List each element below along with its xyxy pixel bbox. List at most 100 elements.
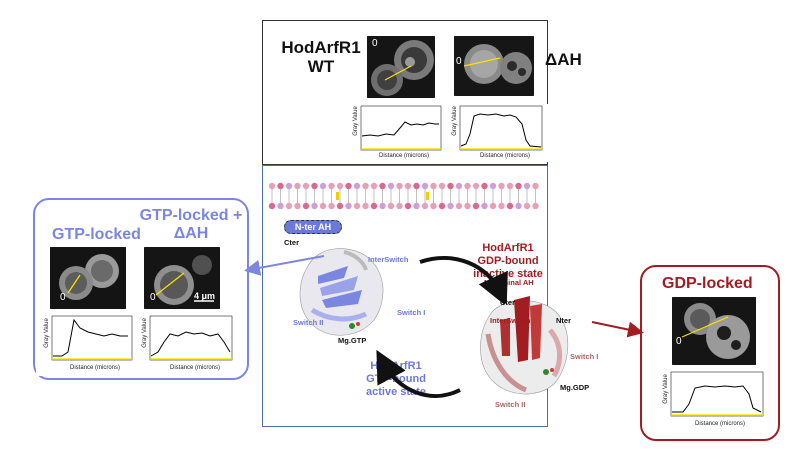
- lipid-head: [515, 202, 522, 210]
- lipid-head: [370, 182, 378, 190]
- cycle-arrows: [376, 256, 508, 398]
- lipid-head: [421, 182, 429, 190]
- switch-ii-red-label: Switch II: [495, 400, 526, 409]
- marker-zero-dah: 0: [456, 56, 462, 67]
- lipid-head: [294, 202, 301, 210]
- lipid-head: [455, 182, 463, 190]
- n-ter-ah-helix: N-ter AH: [284, 220, 342, 234]
- plot-gtp-ylabel: Gray Value: [43, 318, 50, 348]
- micrograph-dah: [454, 36, 534, 96]
- lipid-head: [506, 202, 514, 210]
- plot-wt-ylabel: Gray Value: [352, 106, 359, 136]
- plot-gtp-dah-xlabel: Distance (microns): [170, 365, 221, 371]
- micrograph-gtp-locked: [50, 247, 126, 309]
- lipid-head: [515, 182, 522, 190]
- lipid-head: [319, 202, 327, 210]
- lipid-head: [353, 202, 361, 210]
- lipid-head: [285, 202, 293, 210]
- plot-gdp-ylabel: Gray Value: [662, 374, 669, 404]
- lipid-head: [311, 202, 318, 210]
- lipid-head: [455, 202, 463, 210]
- lipid-head: [387, 202, 395, 210]
- lipid-head: [311, 182, 318, 190]
- lipid-head: [438, 182, 446, 190]
- lipid-head: [268, 182, 276, 190]
- lipid-head: [481, 202, 488, 210]
- mg-gtp-label: Mg.GTP: [338, 336, 367, 345]
- lipid-head: [404, 202, 412, 210]
- arrow-to-gdp-panel: [591, 321, 644, 338]
- lipid-head: [336, 182, 344, 190]
- arrow-to-gtp-panel: [244, 255, 325, 276]
- lipid-head: [387, 182, 395, 190]
- lipid-head: [328, 202, 335, 210]
- interswitch-red-label: InterSwitch: [490, 316, 531, 325]
- plot-gdp-xlabel: Distance (microns): [695, 421, 746, 427]
- micrograph-gtp-locked-dah: [144, 247, 220, 309]
- marker-zero-gtp-dah: 0: [150, 292, 156, 303]
- lipid-head: [379, 182, 386, 190]
- lipid-head: [336, 202, 344, 210]
- marker-zero-gdp: 0: [676, 336, 682, 347]
- lipid-head: [302, 182, 310, 190]
- lipid-head: [302, 202, 310, 210]
- lipid-head: [447, 202, 454, 210]
- interswitch-blue-label: InterSwitch: [368, 255, 409, 264]
- lipid-head: [319, 182, 327, 190]
- membrane-marker: [336, 192, 339, 200]
- cter-left-label: Cter: [284, 238, 300, 247]
- plot-gtp-locked: Gray Value Distance (microns): [36, 312, 136, 376]
- protein-gdp-bound: [480, 296, 569, 395]
- lipid-head: [430, 202, 437, 210]
- plot-gtp-dah-ylabel: Gray Value: [141, 318, 148, 348]
- lipid-head: [396, 182, 403, 190]
- lipid-head: [379, 202, 386, 210]
- switch-i-blue-label: Switch I: [397, 308, 426, 317]
- lipid-head: [353, 182, 361, 190]
- lipid-head: [277, 202, 284, 210]
- plot-gtp-xlabel: Distance (microns): [70, 365, 121, 371]
- gtp-locked-dah-title: GTP-locked + ΔAH: [139, 207, 243, 242]
- gtp-locked-title: GTP-locked: [52, 226, 141, 243]
- lipid-head: [481, 182, 488, 190]
- lipid-head: [396, 202, 403, 210]
- lipid-head: [532, 202, 539, 210]
- n-terminal-ah-label: N-terminal AH: [484, 278, 534, 287]
- lipid-head: [362, 182, 369, 190]
- micrograph-wt: [367, 36, 435, 98]
- lipid-head: [285, 182, 293, 190]
- plot-dah-xlabel: Distance (microns): [480, 153, 531, 159]
- mg-gdp-label: Mg.GDP: [560, 383, 590, 392]
- lipid-head: [268, 202, 276, 210]
- plot-gdp-locked: Gray Value Distance (microns): [655, 368, 767, 432]
- lipid-head: [489, 182, 497, 190]
- membrane-bilayer: [268, 182, 539, 210]
- protein-gtp-bound: [299, 248, 384, 336]
- lipid-head: [464, 182, 471, 190]
- plot-gtp-locked-dah: Gray Value Distance (microns): [134, 312, 238, 376]
- dah-title: ΔAH: [545, 50, 582, 69]
- lipid-head: [498, 202, 505, 210]
- nter-right-label: Nter: [556, 316, 572, 325]
- lipid-head: [345, 202, 352, 210]
- marker-zero-gtp: 0: [60, 292, 66, 303]
- lipid-head: [421, 202, 429, 210]
- plot-wt-xlabel: Distance (microns): [379, 153, 430, 159]
- lipid-head: [447, 182, 454, 190]
- wt-title: HodArfR1 WT: [281, 38, 361, 76]
- lipid-head: [404, 182, 412, 190]
- lipid-head: [370, 202, 378, 210]
- lipid-head: [328, 182, 335, 190]
- lipid-head: [472, 182, 480, 190]
- cter-right-label: Cter: [500, 298, 516, 307]
- membrane-marker: [426, 192, 429, 200]
- lipid-head: [277, 182, 284, 190]
- lipid-head: [430, 182, 437, 190]
- switch-ii-blue-label: Switch II: [293, 318, 324, 327]
- lipid-head: [498, 182, 505, 190]
- plot-dah: Gray Value Distance (microns): [444, 104, 548, 162]
- lipid-head: [506, 182, 514, 190]
- switch-i-red-label: Switch I: [570, 352, 599, 361]
- lipid-head: [523, 202, 531, 210]
- lipid-head: [362, 202, 369, 210]
